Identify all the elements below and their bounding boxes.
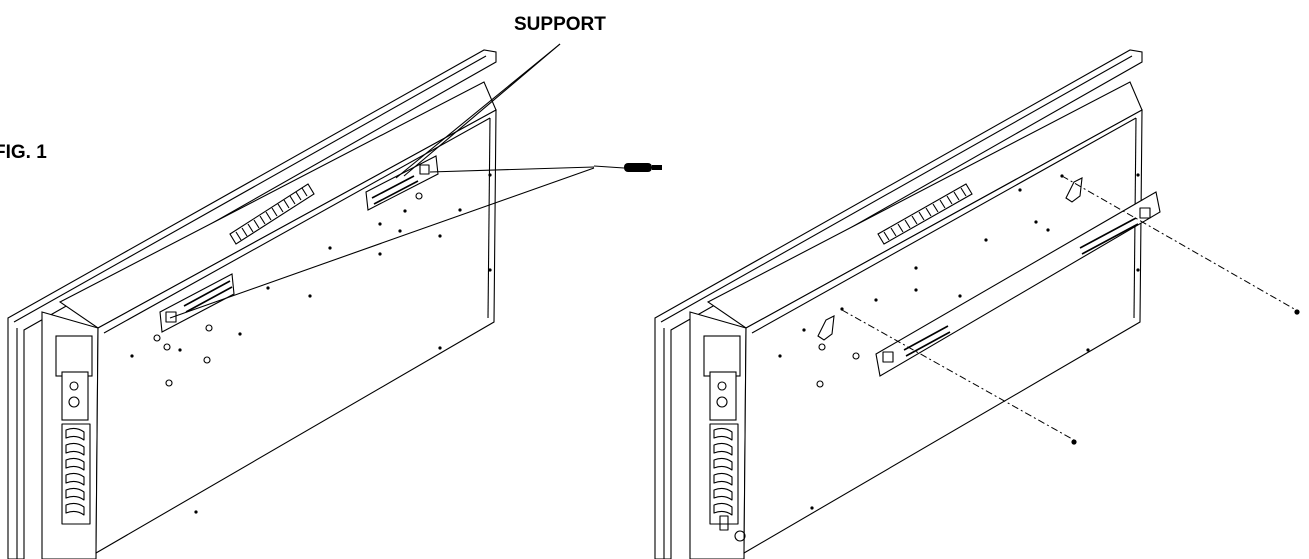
right-control-panel: [703, 335, 746, 542]
right-unit: [654, 49, 1300, 559]
detached-support-bar: [875, 191, 1161, 377]
left-back-panel: [95, 109, 497, 554]
screw-path-lower: [841, 309, 1075, 441]
right-top-vent: [877, 183, 973, 245]
left-control-panel: [55, 335, 93, 525]
figure-label: FIG. 1: [0, 142, 47, 163]
support-leader-1: [403, 43, 561, 177]
right-panel-holes: [816, 352, 860, 388]
left-panel-rivets: [130, 173, 492, 514]
screw-leader-lower: [169, 167, 595, 319]
screwdriver-icon: [593, 163, 662, 172]
left-front-trim: [7, 49, 497, 559]
left-unit: [7, 43, 662, 559]
right-screws: [840, 174, 1300, 445]
left-lower-support-bracket: [159, 273, 235, 333]
left-top-vent: [229, 183, 315, 245]
left-panel-holes: [153, 192, 423, 387]
right-front-trim: [654, 49, 1143, 559]
support-leader-2: [395, 43, 561, 179]
support-label: SUPPORT: [514, 14, 606, 35]
screw-leader-upper: [429, 166, 595, 173]
right-panel-rivets: [778, 173, 1140, 510]
